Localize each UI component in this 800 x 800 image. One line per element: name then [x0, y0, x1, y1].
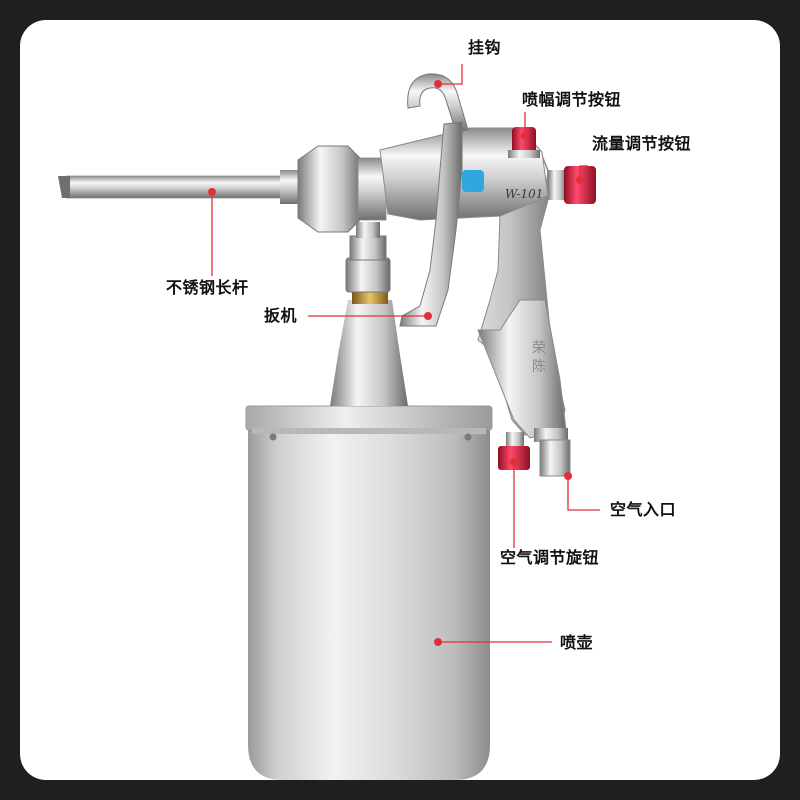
callout-fan-button: 喷幅调节按钮: [522, 90, 622, 109]
dot-air-inlet: [564, 472, 572, 480]
dot-fan-button: [521, 132, 529, 140]
leader-hook: [438, 64, 463, 85]
air-inlet-fitting: [534, 428, 571, 477]
callout-leaders: [211, 64, 600, 643]
dot-air-knob: [510, 458, 518, 466]
dot-rod: [208, 188, 216, 196]
gun-body: W-101: [379, 127, 567, 439]
callout-flow-button: 流量调节按钮: [592, 134, 692, 153]
callout-pot: 喷壶: [560, 633, 594, 652]
callout-air-knob: 空气调节旋钮: [500, 548, 600, 567]
callout-air-inlet: 空气入口: [610, 500, 677, 519]
dot-trigger: [424, 312, 432, 320]
callout-rod: 不锈钢长杆: [166, 278, 249, 297]
leader-flow-button: [579, 165, 588, 180]
handle-text: 荣 陈: [530, 340, 546, 374]
callout-trigger: 扳机: [264, 306, 298, 325]
pot-connector: [345, 222, 391, 293]
dot-hook: [434, 80, 442, 88]
spray-pot: [245, 290, 493, 780]
dot-flow-button: [576, 176, 584, 184]
model-mark: W-101: [505, 187, 543, 201]
stainless-rod: [58, 170, 302, 204]
fan-adjust-knob: [508, 127, 540, 158]
nozzle-nut: [297, 145, 387, 233]
leader-air-inlet: [567, 476, 600, 511]
dot-pot: [434, 638, 442, 646]
flow-adjust-knob: [548, 166, 596, 204]
callout-hook: 挂钩: [468, 38, 502, 57]
trigger: [399, 121, 463, 327]
